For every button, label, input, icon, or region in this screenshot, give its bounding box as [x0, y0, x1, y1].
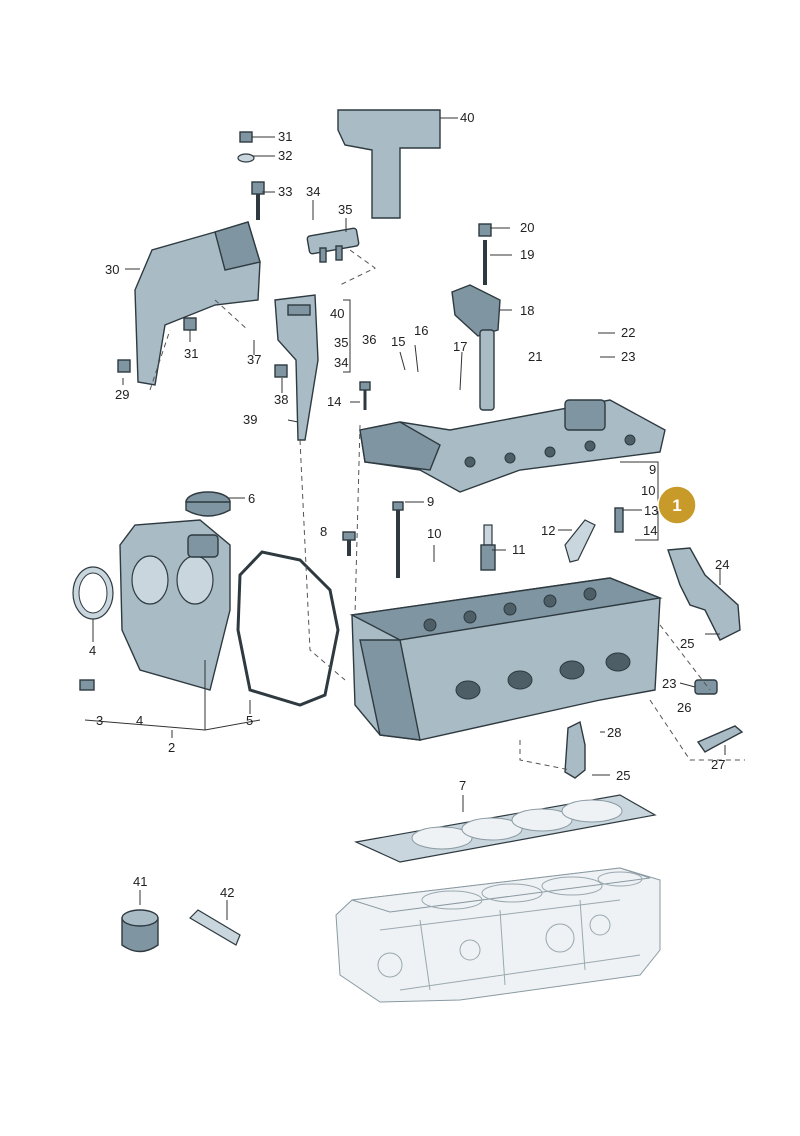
callout-4-left: 4 [89, 643, 96, 658]
position-badge: 1 [657, 485, 697, 525]
callout-34-top: 34 [306, 184, 320, 199]
sensor-lower [694, 679, 718, 695]
callout-40-top: 40 [460, 110, 474, 125]
bolts [79, 131, 624, 691]
callout-26: 26 [677, 700, 691, 715]
callout-16: 16 [414, 323, 428, 338]
connection-lines [149, 249, 745, 771]
spark-plug [480, 524, 496, 571]
callout-25-bottom: 25 [616, 768, 630, 783]
callout-23-top: 23 [621, 349, 635, 364]
mounting-plate [337, 109, 441, 219]
callout-40-mid: 40 [330, 306, 344, 321]
head-cover [359, 399, 666, 493]
callout-10-left: 10 [427, 526, 441, 541]
heat-shield-clip [696, 725, 744, 753]
callout-31-mid: 31 [184, 346, 198, 361]
sealant-tube [564, 519, 596, 563]
pressure-sensor [306, 227, 360, 263]
ignition-coil [451, 284, 501, 411]
callout-17: 17 [453, 339, 467, 354]
callout-32: 32 [278, 148, 292, 163]
callout-6: 6 [248, 491, 255, 506]
callout-9-left: 9 [427, 494, 434, 509]
callout-19: 19 [520, 247, 534, 262]
callout-4-bottom: 4 [136, 713, 143, 728]
callout-20: 20 [520, 220, 534, 235]
callout-35-top: 35 [338, 202, 352, 217]
cylinder-head [349, 577, 663, 741]
callout-15: 15 [391, 334, 405, 349]
callout-10-right: 10 [641, 483, 655, 498]
head-gasket [353, 794, 657, 863]
callout-21: 21 [528, 349, 542, 364]
sealant-tube-small [189, 909, 241, 946]
sealing-cap [121, 909, 159, 953]
callout-22: 22 [621, 325, 635, 340]
callout-12: 12 [541, 523, 555, 538]
callout-9-right: 9 [649, 462, 656, 477]
callout-35-mid: 35 [334, 335, 348, 350]
rear-cover [134, 221, 261, 386]
callout-5: 5 [246, 713, 253, 728]
callout-18: 18 [520, 303, 534, 318]
callout-23-bottom: 23 [662, 676, 676, 691]
callout-13: 13 [644, 503, 658, 518]
filler-cap [185, 491, 231, 517]
callout-42: 42 [220, 885, 234, 900]
timing-cover [119, 519, 231, 691]
callout-41: 41 [133, 874, 147, 889]
callout-2: 2 [168, 740, 175, 755]
callout-36: 36 [362, 332, 376, 347]
callout-38: 38 [274, 392, 288, 407]
callout-39: 39 [243, 412, 257, 427]
callout-11: 11 [512, 542, 526, 557]
callout-24: 24 [715, 557, 729, 572]
callout-30: 30 [105, 262, 119, 277]
callout-8: 8 [320, 524, 327, 539]
callout-29: 29 [115, 387, 129, 402]
lifting-eye [564, 720, 586, 779]
callout-31-top: 31 [278, 129, 292, 144]
callout-14-right: 14 [643, 523, 657, 538]
callout-27: 27 [711, 757, 725, 772]
callout-28: 28 [607, 725, 621, 740]
engine-block-ghost [335, 867, 661, 1003]
callout-3: 3 [96, 713, 103, 728]
callout-33: 33 [278, 184, 292, 199]
cover-gasket [236, 550, 340, 707]
callout-14-left: 14 [327, 394, 341, 409]
callout-25-right: 25 [680, 636, 694, 651]
callout-37: 37 [247, 352, 261, 367]
badge-circle [657, 485, 697, 525]
callout-labels: 40 31 32 33 34 35 30 40 36 35 34 31 37 2… [89, 110, 729, 900]
support-bracket [667, 547, 741, 641]
bracket [274, 294, 319, 441]
callout-7: 7 [459, 778, 466, 793]
callout-34-mid: 34 [334, 355, 348, 370]
badge-label: 1 [672, 496, 681, 515]
